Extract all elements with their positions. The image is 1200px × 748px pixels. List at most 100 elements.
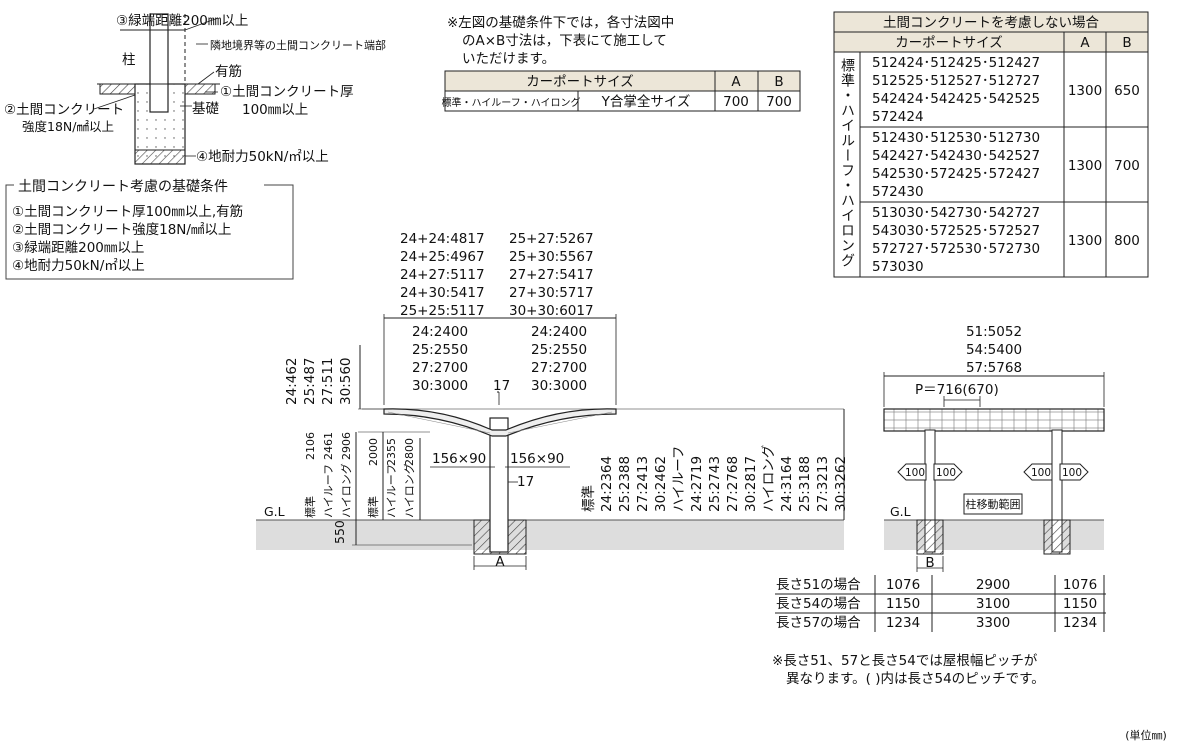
side-length: 54:5400	[966, 342, 1022, 358]
side-length: 57:5768	[966, 360, 1022, 376]
length-left: 1076	[886, 577, 920, 593]
total-height: 25:3188	[797, 456, 813, 512]
size-cell: 572430	[872, 184, 924, 200]
total-height: 30:2817	[743, 456, 759, 512]
size-cell: 543030･572525･572527	[872, 223, 1040, 239]
total-height: 24:2364	[599, 456, 615, 512]
total-height: 24:3164	[779, 456, 795, 512]
half-width-left: 27:2700	[412, 360, 468, 376]
width-total: 24+30:5417	[400, 285, 485, 301]
width-total: 30+30:6017	[509, 303, 594, 319]
condition-item: ①土間コンクリート厚100㎜以上,有筋	[12, 203, 243, 220]
dim-b-label: B	[925, 555, 934, 571]
size-a: 1300	[1068, 158, 1102, 174]
movable-range-label: 柱移動範囲	[966, 497, 1021, 511]
length-left: 1234	[886, 615, 920, 631]
clear-height-label: ハイロング	[402, 463, 416, 518]
length-right: 1150	[1063, 596, 1097, 612]
clear-height: 2106	[304, 432, 317, 460]
small-table-cell: 700	[766, 94, 792, 110]
total-height: 27:3213	[815, 456, 831, 512]
beam-left-dim: 156×90	[432, 451, 486, 467]
clear-height: 2355	[385, 438, 398, 466]
clear-height-label: ハイルーフ	[322, 464, 335, 518]
width-total: 24+24:4817	[400, 231, 485, 247]
roof-height: 30:560	[338, 358, 354, 406]
length-mid: 3300	[976, 615, 1010, 631]
half-width-right: 27:2700	[531, 360, 587, 376]
clear-height: 2800	[403, 438, 416, 466]
conditions-box: 土間コンクリート考慮の基礎条件 ①土間コンクリート厚100㎜以上,有筋 ②土間コ…	[5, 177, 294, 280]
foundation-label: 基礎	[192, 100, 219, 117]
width-total: 25+27:5267	[509, 231, 594, 247]
foundation-detail: ③緑端距離200㎜以上 隣地境界等の土間コンクリート端部 柱 有筋 ①土間コンク…	[4, 13, 386, 165]
condition-item: ③緑端距離200㎜以上	[12, 240, 144, 256]
clear-height-label: ハイロング	[339, 463, 353, 518]
clear-height: 2461	[322, 432, 335, 460]
size-b: 700	[1114, 158, 1140, 174]
size-cell: 573030	[872, 259, 924, 275]
size-cell: 513030･542730･542727	[872, 205, 1040, 221]
item2-sub-label: 強度18N/㎟以上	[22, 119, 114, 134]
total-height: 24:2719	[689, 456, 705, 512]
clear-height: 2000	[367, 438, 380, 466]
half-width-left: 30:3000	[412, 378, 468, 394]
roof-height: 25:487	[302, 358, 318, 406]
rebar-label: 有筋	[215, 63, 242, 80]
size-b: 650	[1114, 83, 1140, 99]
size-a: 1300	[1068, 83, 1102, 99]
small-table: カーポートサイズ A B 標準・ハイルーフ・ハイロング Y合掌全サイズ 700 …	[442, 70, 801, 112]
front-elevation: G.L A 24+24:4817 24+25	[256, 231, 849, 570]
length-row-label: 長さ57の場合	[776, 615, 861, 631]
size-table: 土間コンクリートを考慮しない場合 カーポートサイズ A B 標準・ハイルーフ・ハ…	[833, 11, 1149, 278]
size-cell: 572424	[872, 109, 924, 125]
side-length: 51:5052	[966, 324, 1022, 340]
total-height: 25:2388	[617, 456, 633, 512]
condition-item: ④地耐力50kN/㎡以上	[12, 258, 145, 274]
roof-height: 27:511	[320, 358, 336, 406]
size-cell: 542424･542425･542525	[872, 91, 1040, 107]
gl-label: G.L	[264, 504, 285, 519]
half-width-right: 24:2400	[531, 324, 587, 340]
item2-label: ②土間コンクリート	[4, 102, 124, 118]
bottom-note: 異なります。( )内は長さ54のピッチです。	[786, 671, 1045, 687]
neighbor-edge-label: 隣地境界等の土間コンクリート端部	[210, 38, 386, 52]
size-table-header: B	[1122, 35, 1131, 51]
size-cell: 542530･572425･572427	[872, 166, 1040, 182]
size-cell: 542427･542430･542527	[872, 148, 1040, 164]
total-height-group: ハイルーフ	[671, 446, 687, 512]
size-cell: 512424･512425･512427	[872, 55, 1040, 71]
total-height-group: ハイロング	[761, 445, 777, 512]
offset-value: 100	[1031, 467, 1051, 479]
small-table-cell: Y合掌全サイズ	[601, 93, 691, 110]
item4-label: ④地耐力50kN/㎡以上	[196, 149, 329, 165]
note-line: いただけます。	[462, 51, 555, 67]
beam-right-dim: 156×90	[510, 451, 564, 467]
size-cell: 512525･512527･512727	[872, 73, 1040, 89]
length-row-label: 長さ54の場合	[776, 596, 861, 612]
size-row-2: 512430･512530･512730 542427･542430･54252…	[872, 130, 1140, 200]
width-total: 25+25:5117	[400, 303, 485, 319]
conditions-title: 土間コンクリート考慮の基礎条件	[18, 178, 228, 195]
half-width-right: 25:2550	[531, 342, 587, 358]
unit-label: (単位㎜)	[1125, 728, 1167, 742]
size-cell: 512430･512530･512730	[872, 130, 1040, 146]
size-b: 800	[1114, 233, 1140, 249]
half-width-left: 24:2400	[412, 324, 468, 340]
small-table-header: A	[731, 74, 741, 90]
side-gl-label: G.L	[890, 504, 911, 519]
item1-label: ①土間コンクリート厚	[220, 84, 354, 100]
size-cell: 572727･572530･572730	[872, 241, 1040, 257]
size-table-header: A	[1080, 35, 1090, 51]
size-table-title: 土間コンクリートを考慮しない場合	[883, 15, 1099, 31]
length-mid: 3100	[976, 596, 1010, 612]
small-table-cell: 標準・ハイルーフ・ハイロング	[442, 96, 581, 109]
center-gap: 17	[493, 378, 510, 394]
roof-height: 24:462	[284, 358, 300, 406]
half-width-left: 25:2550	[412, 342, 468, 358]
total-height: 30:2462	[653, 456, 669, 512]
width-total: 25+30:5567	[509, 249, 594, 265]
clear-height: 2906	[340, 432, 353, 460]
size-row-3: 513030･542730･542727 543030･572525･57252…	[872, 205, 1140, 275]
